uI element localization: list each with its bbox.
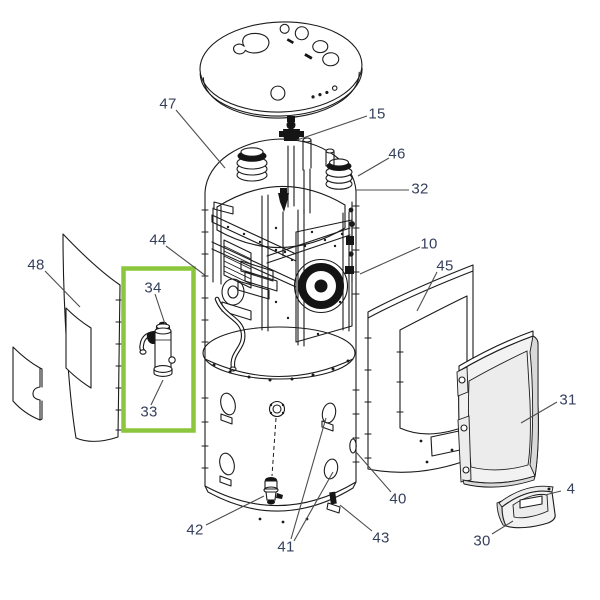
access-cover-30 [496,485,556,529]
callout-43: 43 [372,529,390,547]
fan-assembly [293,258,349,314]
callout-46: 46 [388,145,406,163]
cover-handle [519,495,543,509]
base-ring [202,326,356,382]
right-panel-45 [364,264,474,473]
callout-34: 34 [144,279,162,297]
left-small-panel [12,346,43,421]
leader-lines [44,109,562,542]
mixing-valve-part [139,321,176,377]
condensate-collar-left [236,147,268,182]
callout-15: 15 [368,105,386,123]
callout-42: 42 [186,521,204,539]
condensate-collar-right [325,158,353,190]
lid-keyhole-cutout [233,32,270,55]
callout-4: 4 [566,480,576,498]
callout-44: 44 [149,231,167,249]
callout-30: 30 [473,532,491,550]
highlight-box [121,266,196,433]
evaporator-coil [223,239,252,289]
top-cover-lid [199,21,363,119]
relief-valve-15 [279,116,304,141]
callout-47: 47 [159,95,177,113]
drain-fitting [268,400,286,418]
drain-valve-42 [263,477,283,505]
internal-frame [202,194,356,382]
callout-32: 32 [411,180,429,198]
callout-33: 33 [140,403,158,421]
callout-41: 41 [277,538,295,556]
callout-45: 45 [436,257,454,275]
copper-pipe [214,296,246,372]
mount-stud-43 [326,491,341,514]
door-panel-31 [456,330,539,488]
highlighted-part-group [121,266,196,433]
side-conduit [345,201,355,283]
inner-tank-top [216,116,353,257]
panel-48-window [65,307,92,389]
callout-10: 10 [420,235,438,253]
callout-48: 48 [27,256,45,274]
anode-rod [278,188,289,257]
callout-31: 31 [559,391,577,409]
left-panel-48 [62,233,123,442]
callout-40: 40 [389,490,407,508]
lower-jacket-details [219,392,357,514]
